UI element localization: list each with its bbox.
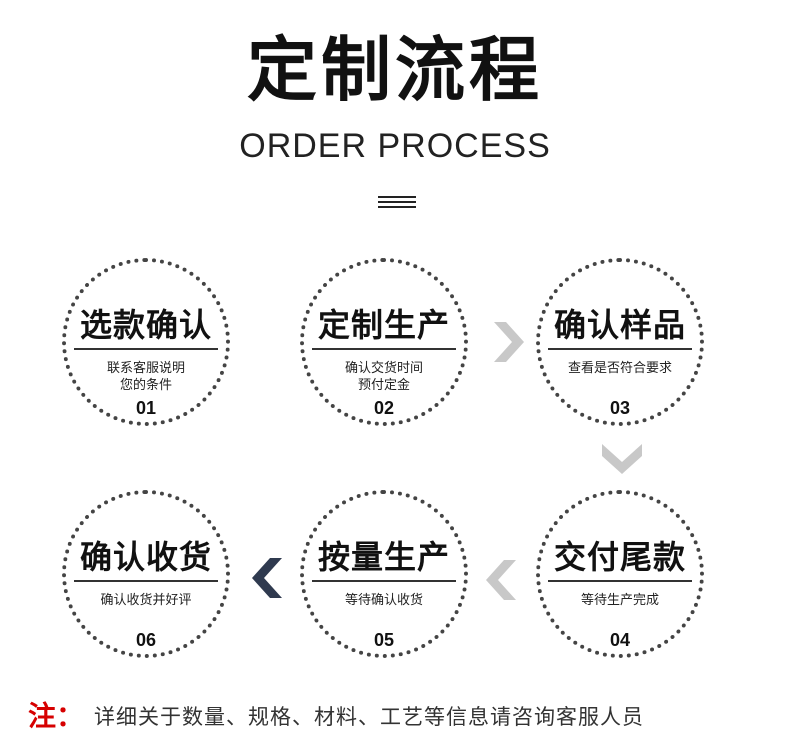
step-underline bbox=[312, 580, 456, 582]
step-number: 02 bbox=[373, 398, 395, 418]
step-description-line: 预付定金 bbox=[357, 378, 410, 393]
step-name: 交付尾款 bbox=[553, 538, 686, 576]
step-underline bbox=[74, 348, 218, 350]
page-title: 定制流程 bbox=[247, 29, 543, 111]
step-description-line: 确认收货并好评 bbox=[100, 593, 192, 608]
process-step-02: 定制生产 确认交货时间 预付定金 02 bbox=[300, 258, 468, 426]
step-number: 04 bbox=[609, 630, 631, 650]
step-description: 查看是否符合要求 bbox=[550, 360, 690, 377]
note-label: 注： bbox=[28, 699, 85, 733]
step-description-line: 联系客服说明 bbox=[106, 361, 185, 376]
step-description-line: 等待生产完成 bbox=[580, 593, 659, 608]
step-description-line: 确认交货时间 bbox=[344, 361, 423, 376]
step-name: 选款确认 bbox=[79, 306, 212, 344]
step-description-line: 您的条件 bbox=[119, 378, 172, 393]
chevron-left-icon bbox=[252, 558, 282, 598]
step-name: 确认样品 bbox=[553, 306, 686, 344]
chevron-left-icon bbox=[486, 560, 516, 600]
step-name: 按量生产 bbox=[317, 538, 450, 576]
step-underline bbox=[74, 580, 218, 582]
page-subtitle: ORDER PROCESS bbox=[239, 127, 551, 165]
step-underline bbox=[548, 580, 692, 582]
step-description: 等待生产完成 bbox=[550, 592, 690, 609]
step-number: 05 bbox=[373, 630, 395, 650]
chevron-down-icon bbox=[602, 444, 642, 474]
step-name: 确认收货 bbox=[79, 538, 212, 576]
footer-note: 注： 详细关于数量、规格、材料、工艺等信息请咨询客服人员 bbox=[28, 696, 644, 736]
chevron-right-icon bbox=[494, 322, 524, 362]
step-description-line: 查看是否符合要求 bbox=[567, 361, 672, 376]
step-description: 确认交货时间 预付定金 bbox=[314, 360, 454, 394]
process-step-01: 选款确认 联系客服说明 您的条件 01 bbox=[62, 258, 230, 426]
process-step-06: 确认收货 确认收货并好评 06 bbox=[62, 490, 230, 658]
step-number: 01 bbox=[135, 398, 157, 418]
step-number: 06 bbox=[135, 630, 157, 650]
step-underline bbox=[548, 348, 692, 350]
step-name: 定制生产 bbox=[317, 306, 450, 344]
step-underline bbox=[312, 348, 456, 350]
process-step-05: 按量生产 等待确认收货 05 bbox=[300, 490, 468, 658]
note-text: 详细关于数量、规格、材料、工艺等信息请咨询客服人员 bbox=[94, 704, 645, 729]
process-step-04: 交付尾款 等待生产完成 04 bbox=[536, 490, 704, 658]
step-description: 联系客服说明 您的条件 bbox=[76, 360, 216, 394]
title-divider bbox=[378, 196, 416, 208]
step-description: 确认收货并好评 bbox=[76, 592, 216, 609]
step-number: 03 bbox=[609, 398, 631, 418]
process-step-03: 确认样品 查看是否符合要求 03 bbox=[536, 258, 704, 426]
step-description: 等待确认收货 bbox=[314, 592, 454, 609]
step-description-line: 等待确认收货 bbox=[344, 593, 423, 608]
